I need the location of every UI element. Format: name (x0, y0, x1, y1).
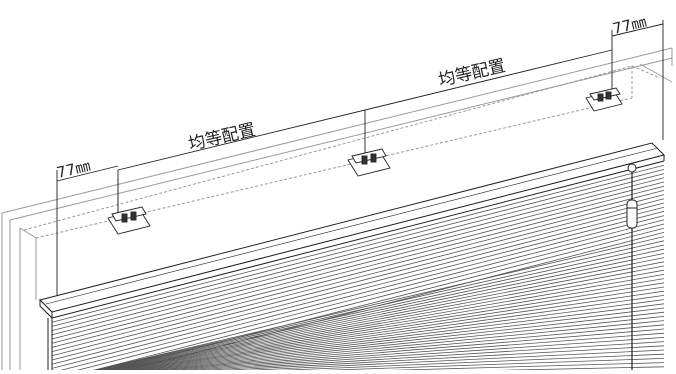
left-span-label: 均等配置 (187, 120, 258, 155)
pleat-line (51, 177, 665, 336)
pleat-line (51, 190, 665, 348)
pleat-line (51, 185, 665, 344)
pleat-line (83, 269, 665, 374)
pleat-line (51, 202, 665, 361)
pleat-line (99, 307, 665, 374)
pleat-line (96, 303, 665, 374)
pleat-line (51, 164, 665, 323)
pleat-line (51, 194, 665, 352)
pleat-line (61, 219, 665, 374)
pleat-line (51, 211, 665, 369)
pleat-line (90, 290, 665, 374)
pleat-line (51, 206, 665, 365)
pleat-line (75, 236, 665, 374)
cord-weight-icon (626, 199, 638, 229)
left-offset-label: 77㎜ (55, 157, 92, 182)
pleat-line (152, 345, 665, 374)
right-offset-label: 77㎜ (611, 13, 648, 38)
pleat-line (102, 311, 665, 374)
pleat-line (51, 169, 665, 327)
pleat-line (51, 173, 665, 331)
right-span-label: 均等配置 (437, 56, 508, 91)
cord-pulley-icon (627, 163, 637, 173)
mounting-bracket-left (107, 206, 151, 235)
pleat-line (51, 215, 665, 373)
pleat-line (94, 299, 665, 374)
head-rail (39, 142, 665, 320)
dimension-labels: 77㎜ 均等配置 均等配置 77㎜ (55, 13, 648, 182)
mounting-bracket-center (347, 148, 391, 177)
fabric-edge (47, 318, 53, 370)
pleat-line (82, 265, 665, 374)
pleat-line (88, 286, 665, 374)
pleat-line (105, 316, 665, 374)
pleat-line (51, 181, 665, 340)
pleat-line (77, 244, 665, 374)
pleat-line (92, 295, 665, 374)
pleat-line (77, 223, 665, 374)
pleated-fabric (51, 164, 665, 374)
pleat-line (84, 274, 665, 374)
pleat-line (166, 349, 665, 374)
pleat-line (51, 198, 665, 357)
mounting-bracket-right (585, 87, 623, 112)
pleat-line (79, 257, 665, 374)
pleat-line (184, 353, 665, 374)
pleat-line (79, 253, 665, 374)
pleat-line (76, 240, 665, 374)
pleat-line (78, 248, 665, 374)
pleat-line (85, 278, 665, 374)
pleat-line (210, 358, 665, 374)
window-frame (1, 47, 673, 370)
pleat-line (80, 261, 665, 374)
pleat-line (87, 282, 665, 374)
cord-assembly (626, 163, 638, 370)
